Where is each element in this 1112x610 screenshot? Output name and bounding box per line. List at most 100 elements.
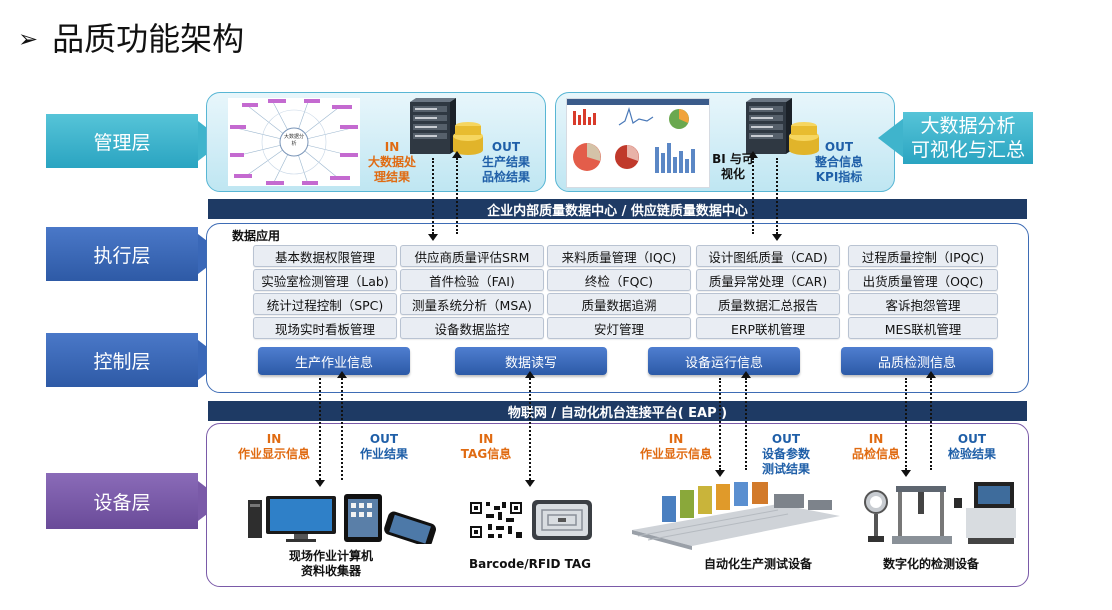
connector-line: [529, 378, 531, 480]
arrow-down-icon: [772, 234, 782, 241]
module-oqc[interactable]: 出货质量管理（OQC): [848, 269, 998, 291]
connector-line: [432, 158, 434, 234]
server-icon: [742, 96, 822, 162]
module-trace[interactable]: 质量数据追溯: [547, 293, 691, 315]
server-icon: [406, 96, 486, 162]
bullet-arrow-icon: ➢: [18, 25, 39, 53]
barcode-rfid-icon: [468, 498, 596, 546]
module-msa[interactable]: 测量系统分析（MSA): [400, 293, 544, 315]
module-report[interactable]: 质量数据汇总报告: [696, 293, 840, 315]
arrow-up-icon: [337, 371, 347, 378]
module-erp[interactable]: ERP联机管理: [696, 317, 840, 339]
module-car[interactable]: 质量异常处理（CAR): [696, 269, 840, 291]
g4-in-text: 品检信息: [851, 447, 900, 461]
page-title: ➢ 品质功能架构: [18, 14, 244, 60]
module-spc[interactable]: 统计过程控制（SPC): [253, 293, 397, 315]
g3-in-label: IN: [668, 432, 684, 446]
g3-out-text-1: 设备参数: [761, 447, 810, 461]
top-out-label: OUT: [491, 140, 521, 154]
device-3-label: 自动化生产测试设备: [703, 557, 812, 571]
top-out-text-1: 生产结果: [481, 155, 530, 169]
arrow-up-icon: [525, 371, 535, 378]
connector-line: [341, 378, 343, 480]
bi-visualization-text: BI 与可视化: [712, 152, 754, 181]
arrow-up-icon: [926, 371, 936, 378]
g1-in-text: 作业显示信息: [237, 447, 310, 461]
arrow-up-icon: [741, 371, 751, 378]
g4-in-label: IN: [868, 432, 884, 446]
arrow-down-icon: [715, 470, 725, 477]
control-production-info[interactable]: 生产作业信息: [258, 347, 410, 375]
connector-line: [719, 378, 721, 470]
control-data-rw[interactable]: 数据读写: [455, 347, 607, 375]
top-right-out-text-2: KPI指标: [815, 170, 863, 184]
module-device-monitor[interactable]: 设备数据监控: [400, 317, 544, 339]
module-ipqc[interactable]: 过程质量控制（IPQC): [848, 245, 998, 267]
mindmap-center-label: 大数据分析: [283, 134, 304, 147]
g2-in-text: TAG信息: [460, 447, 512, 461]
arrow-down-icon: [901, 470, 911, 477]
layer-management: 管理层: [46, 114, 198, 168]
g4-out-text: 检验结果: [947, 447, 996, 461]
arrow-down-icon: [315, 480, 325, 487]
page-title-text: 品质功能架构: [52, 20, 245, 58]
layer-device: 设备层: [46, 473, 198, 529]
g1-out-text: 作业结果: [359, 447, 408, 461]
connector-line: [319, 378, 321, 480]
layer-control: 控制层: [46, 333, 198, 387]
arrow-down-icon: [525, 480, 535, 487]
device-2-label: Barcode/RFID TAG: [468, 557, 592, 571]
iot-platform-band: 物联网 / 自动化机台连接平台( EAP ): [208, 401, 1027, 421]
control-quality-inspection[interactable]: 品质检测信息: [841, 347, 993, 375]
big-data-line-2: 可视化与汇总: [910, 139, 1025, 161]
module-fai[interactable]: 首件检验（FAI): [400, 269, 544, 291]
g1-out-label: OUT: [369, 432, 399, 446]
top-right-out-text-1: 整合信息: [814, 155, 863, 169]
module-cad[interactable]: 设计图纸质量（CAD): [696, 245, 840, 267]
connector-line: [776, 158, 778, 234]
module-iqc[interactable]: 来料质量管理（IQC): [547, 245, 691, 267]
g3-in-text: 作业显示信息: [639, 447, 712, 461]
control-device-status[interactable]: 设备运行信息: [648, 347, 800, 375]
top-in-label: IN: [384, 140, 400, 154]
top-in-text: 大数据处理结果: [367, 155, 416, 184]
g2-in-label: IN: [478, 432, 494, 446]
inspection-equipment-icon: [862, 478, 1018, 552]
device-4-label: 数字化的检测设备: [882, 557, 979, 571]
connector-line: [745, 378, 747, 470]
module-complaint[interactable]: 客诉抱怨管理: [848, 293, 998, 315]
connector-line: [905, 378, 907, 470]
device-1-line-2: 资料收集器: [300, 564, 361, 578]
module-srm[interactable]: 供应商质量评估SRM: [400, 245, 544, 267]
device-1-line-1: 现场作业计算机: [288, 549, 373, 563]
module-lab[interactable]: 实验室检测管理（Lab): [253, 269, 397, 291]
module-mes[interactable]: MES联机管理: [848, 317, 998, 339]
layer-execution: 执行层: [46, 227, 198, 281]
arrow-up-icon: [748, 151, 758, 158]
module-basic-data-permission[interactable]: 基本数据权限管理: [253, 245, 397, 267]
arrow-left-icon: [878, 118, 904, 158]
connector-line: [456, 158, 458, 234]
g3-out-text-2: 测试结果: [761, 462, 810, 476]
mindmap-image: 大数据分析: [228, 98, 360, 186]
module-kanban[interactable]: 现场实时看板管理: [253, 317, 397, 339]
top-out-text-2: 品检结果: [481, 170, 530, 184]
data-app-label: 数据应用: [232, 229, 281, 243]
dashboard-image: [566, 98, 710, 188]
g3-out-label: OUT: [771, 432, 801, 446]
big-data-line-1: 大数据分析: [920, 115, 1016, 137]
production-line-icon: [628, 474, 844, 558]
module-andon[interactable]: 安灯管理: [547, 317, 691, 339]
big-data-box: 大数据分析 可视化与汇总: [903, 112, 1033, 164]
data-center-band: 企业内部质量数据中心 / 供应链质量数据中心: [208, 199, 1027, 219]
device-panel: [206, 423, 1029, 587]
connector-line: [752, 158, 754, 234]
computer-devices-icon: [246, 494, 446, 548]
module-fqc[interactable]: 终检（FQC): [547, 269, 691, 291]
connector-line: [930, 378, 932, 470]
top-right-out-label: OUT: [824, 140, 854, 154]
g1-in-label: IN: [266, 432, 282, 446]
arrow-up-icon: [452, 151, 462, 158]
g4-out-label: OUT: [957, 432, 987, 446]
arrow-down-icon: [428, 234, 438, 241]
